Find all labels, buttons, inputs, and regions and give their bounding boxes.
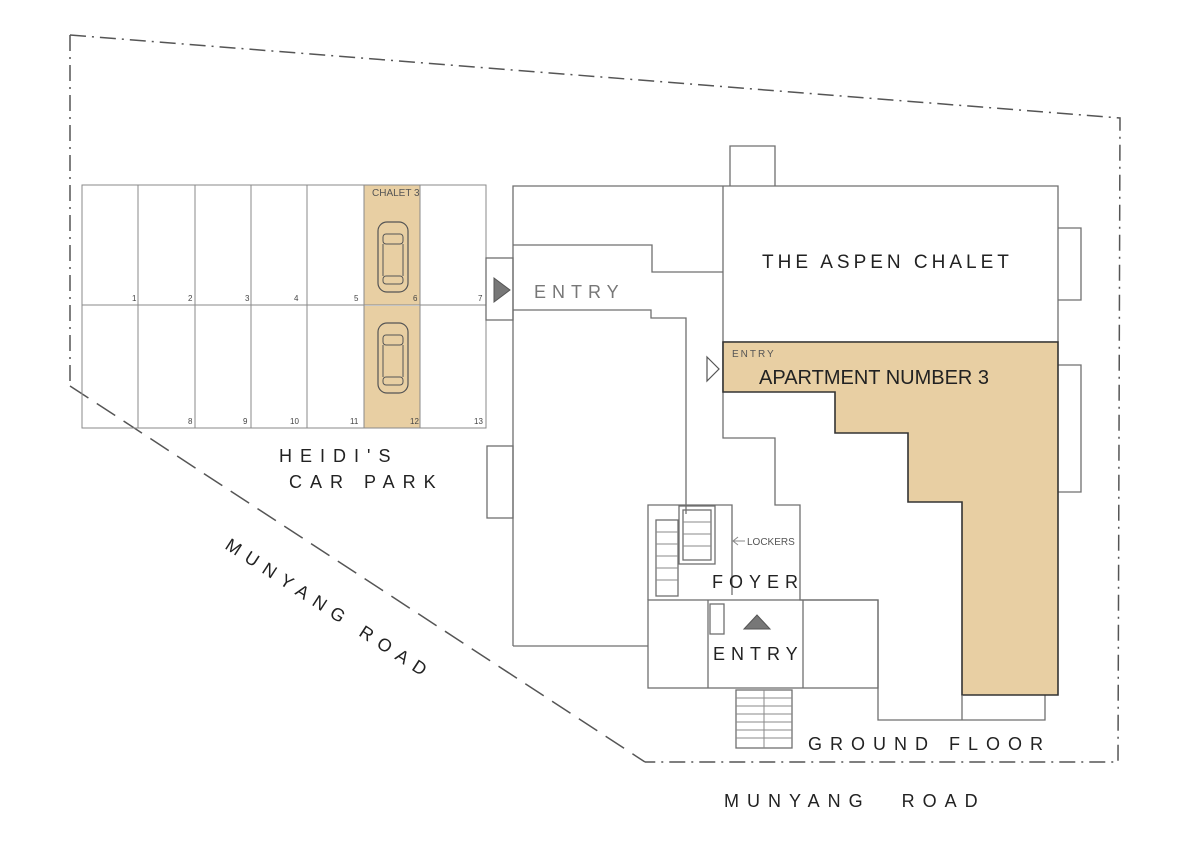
road-label-bottom: MUNYANG ROAD	[724, 791, 986, 811]
chalet3-bay-bottom	[364, 306, 420, 428]
bay-number: 1	[132, 294, 137, 303]
entry-arrow-icon	[493, 277, 511, 303]
front-entry-label: ENTRY	[713, 644, 804, 664]
lockers-arrow-icon	[732, 536, 745, 546]
car-park: 1 2 3 4 5 6 7 8 9 10 11 12 13 CHALET 3	[81, 184, 487, 429]
bay-number: 3	[245, 294, 250, 303]
bay-number: 10	[290, 417, 299, 426]
chalet3-bay-top	[364, 185, 420, 305]
bay-number: 8	[188, 417, 193, 426]
entry-arrow-icon	[706, 355, 720, 383]
bay-number: 13	[474, 417, 483, 426]
road-label-diagonal: MUNYANG ROAD	[222, 535, 437, 684]
bay-number: 7	[478, 294, 483, 303]
car-park-label-line1: HEIDI'S	[279, 446, 398, 466]
entry-arrow-icon	[742, 614, 772, 630]
foyer-label: FOYER	[712, 572, 804, 592]
site-boundary	[69, 34, 1121, 763]
apartment-3-area	[722, 341, 1059, 696]
car-icon	[377, 221, 409, 293]
bay-number: 5	[354, 294, 359, 303]
ground-floor-label: GROUND FLOOR	[808, 734, 1051, 754]
bay-number: 9	[243, 417, 248, 426]
car-park-label-line2: CAR PARK	[289, 472, 444, 492]
bay-number: 6	[413, 294, 418, 303]
west-entry-label: ENTRY	[534, 282, 625, 302]
bay-number: 12	[410, 417, 419, 426]
apartment-label: APARTMENT NUMBER 3	[759, 367, 989, 389]
bay-number: 11	[350, 417, 359, 426]
aspen-chalet-label: THE ASPEN CHALET	[762, 252, 1013, 273]
car-icon	[377, 322, 409, 394]
bay-number: 2	[188, 294, 193, 303]
apartment-entry-label: ENTRY	[732, 349, 776, 360]
lockers-label: LOCKERS	[747, 537, 795, 548]
bay-number: 4	[294, 294, 299, 303]
chalet3-label: CHALET 3	[372, 188, 420, 199]
